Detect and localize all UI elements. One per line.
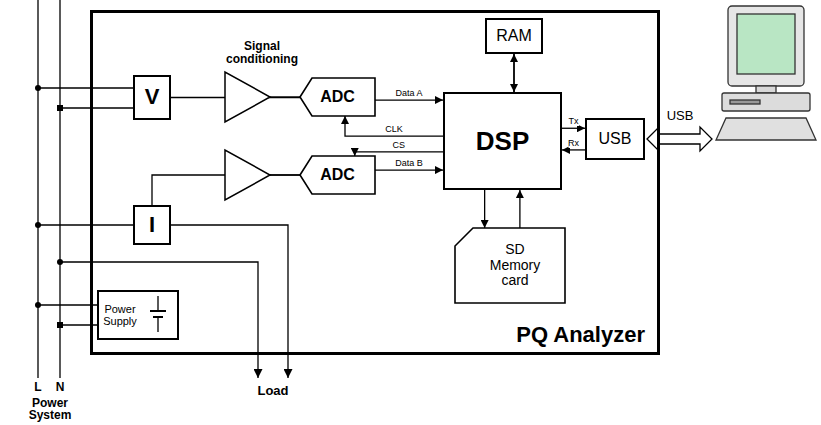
box-label: DSP [476,127,529,156]
amplifier-symbol [225,150,270,200]
housing-heading: PQ Analyzer [516,323,645,347]
connector [562,128,585,129]
junction-dot [57,322,63,328]
connector [345,116,443,136]
usb-label: USB [667,108,694,123]
box-label: USB [599,130,632,148]
connector [484,190,485,228]
box-label: I [149,213,155,237]
box-label: Power Supply [99,303,141,327]
load-label: Load [257,383,288,398]
junction-dot [35,85,41,91]
signal-label: CS [393,141,406,150]
adc-block: ADC [300,78,375,116]
junction-dot [57,259,63,265]
adc-outline [300,78,375,116]
box-label: V [145,85,160,109]
wire [270,174,300,175]
neutral-wire [59,0,60,378]
junction-dot [35,302,41,308]
connector [375,169,443,170]
battery-symbol [157,317,158,332]
signal-label: CLK [385,125,403,134]
current-sensor-box: I [133,205,171,245]
line-wire [37,0,38,378]
computer-stand [756,86,776,93]
signal-label: Tx [569,117,579,126]
ram-box: RAM [485,18,543,54]
junction-dot [57,105,63,111]
neutral-label: N [56,381,65,394]
analyzer-housing: PQ Analyzer RAM V ADC DSP USB ADC I SD Memory ca… [90,10,660,355]
wire [270,96,300,97]
wire [38,304,97,305]
sd-card: SD Memory card [455,228,565,303]
load-wire [171,225,288,378]
computer-monitor [728,6,804,86]
box-label: ADC [320,88,355,106]
adc-block: ADC [300,156,375,194]
power-supply-box: Power Supply [97,290,179,340]
box-label: ADC [320,166,355,184]
voltage-sensor-box: V [133,75,171,120]
computer-drive [730,100,760,104]
adc-outline [300,156,375,194]
usb-box: USB [585,118,645,160]
signal-label: Data B [395,159,423,168]
wire [38,87,133,88]
box-label: RAM [496,27,532,45]
connector [513,54,515,92]
junction-dot [35,222,41,228]
wire [60,107,133,108]
battery-symbol [150,310,166,312]
computer-screen [737,14,795,74]
wire [38,224,133,225]
signal-label: Data A [395,89,422,98]
computer-keyboard [716,118,816,140]
dsp-box: DSP [443,92,562,190]
connector [562,149,585,150]
box-label: SD Memory card [486,242,544,288]
amplifier-symbol [225,72,270,122]
computer-base [722,93,810,111]
power-system-label: Power System [20,397,80,421]
signal-label: Rx [568,139,579,148]
usb-arrow [647,127,712,151]
connector [519,190,520,228]
sd-card-outline [455,228,565,303]
connector [375,99,443,100]
battery-symbol [157,296,158,311]
line-label: L [34,381,41,394]
signal-conditioning-label: Signal conditioning [222,40,302,66]
